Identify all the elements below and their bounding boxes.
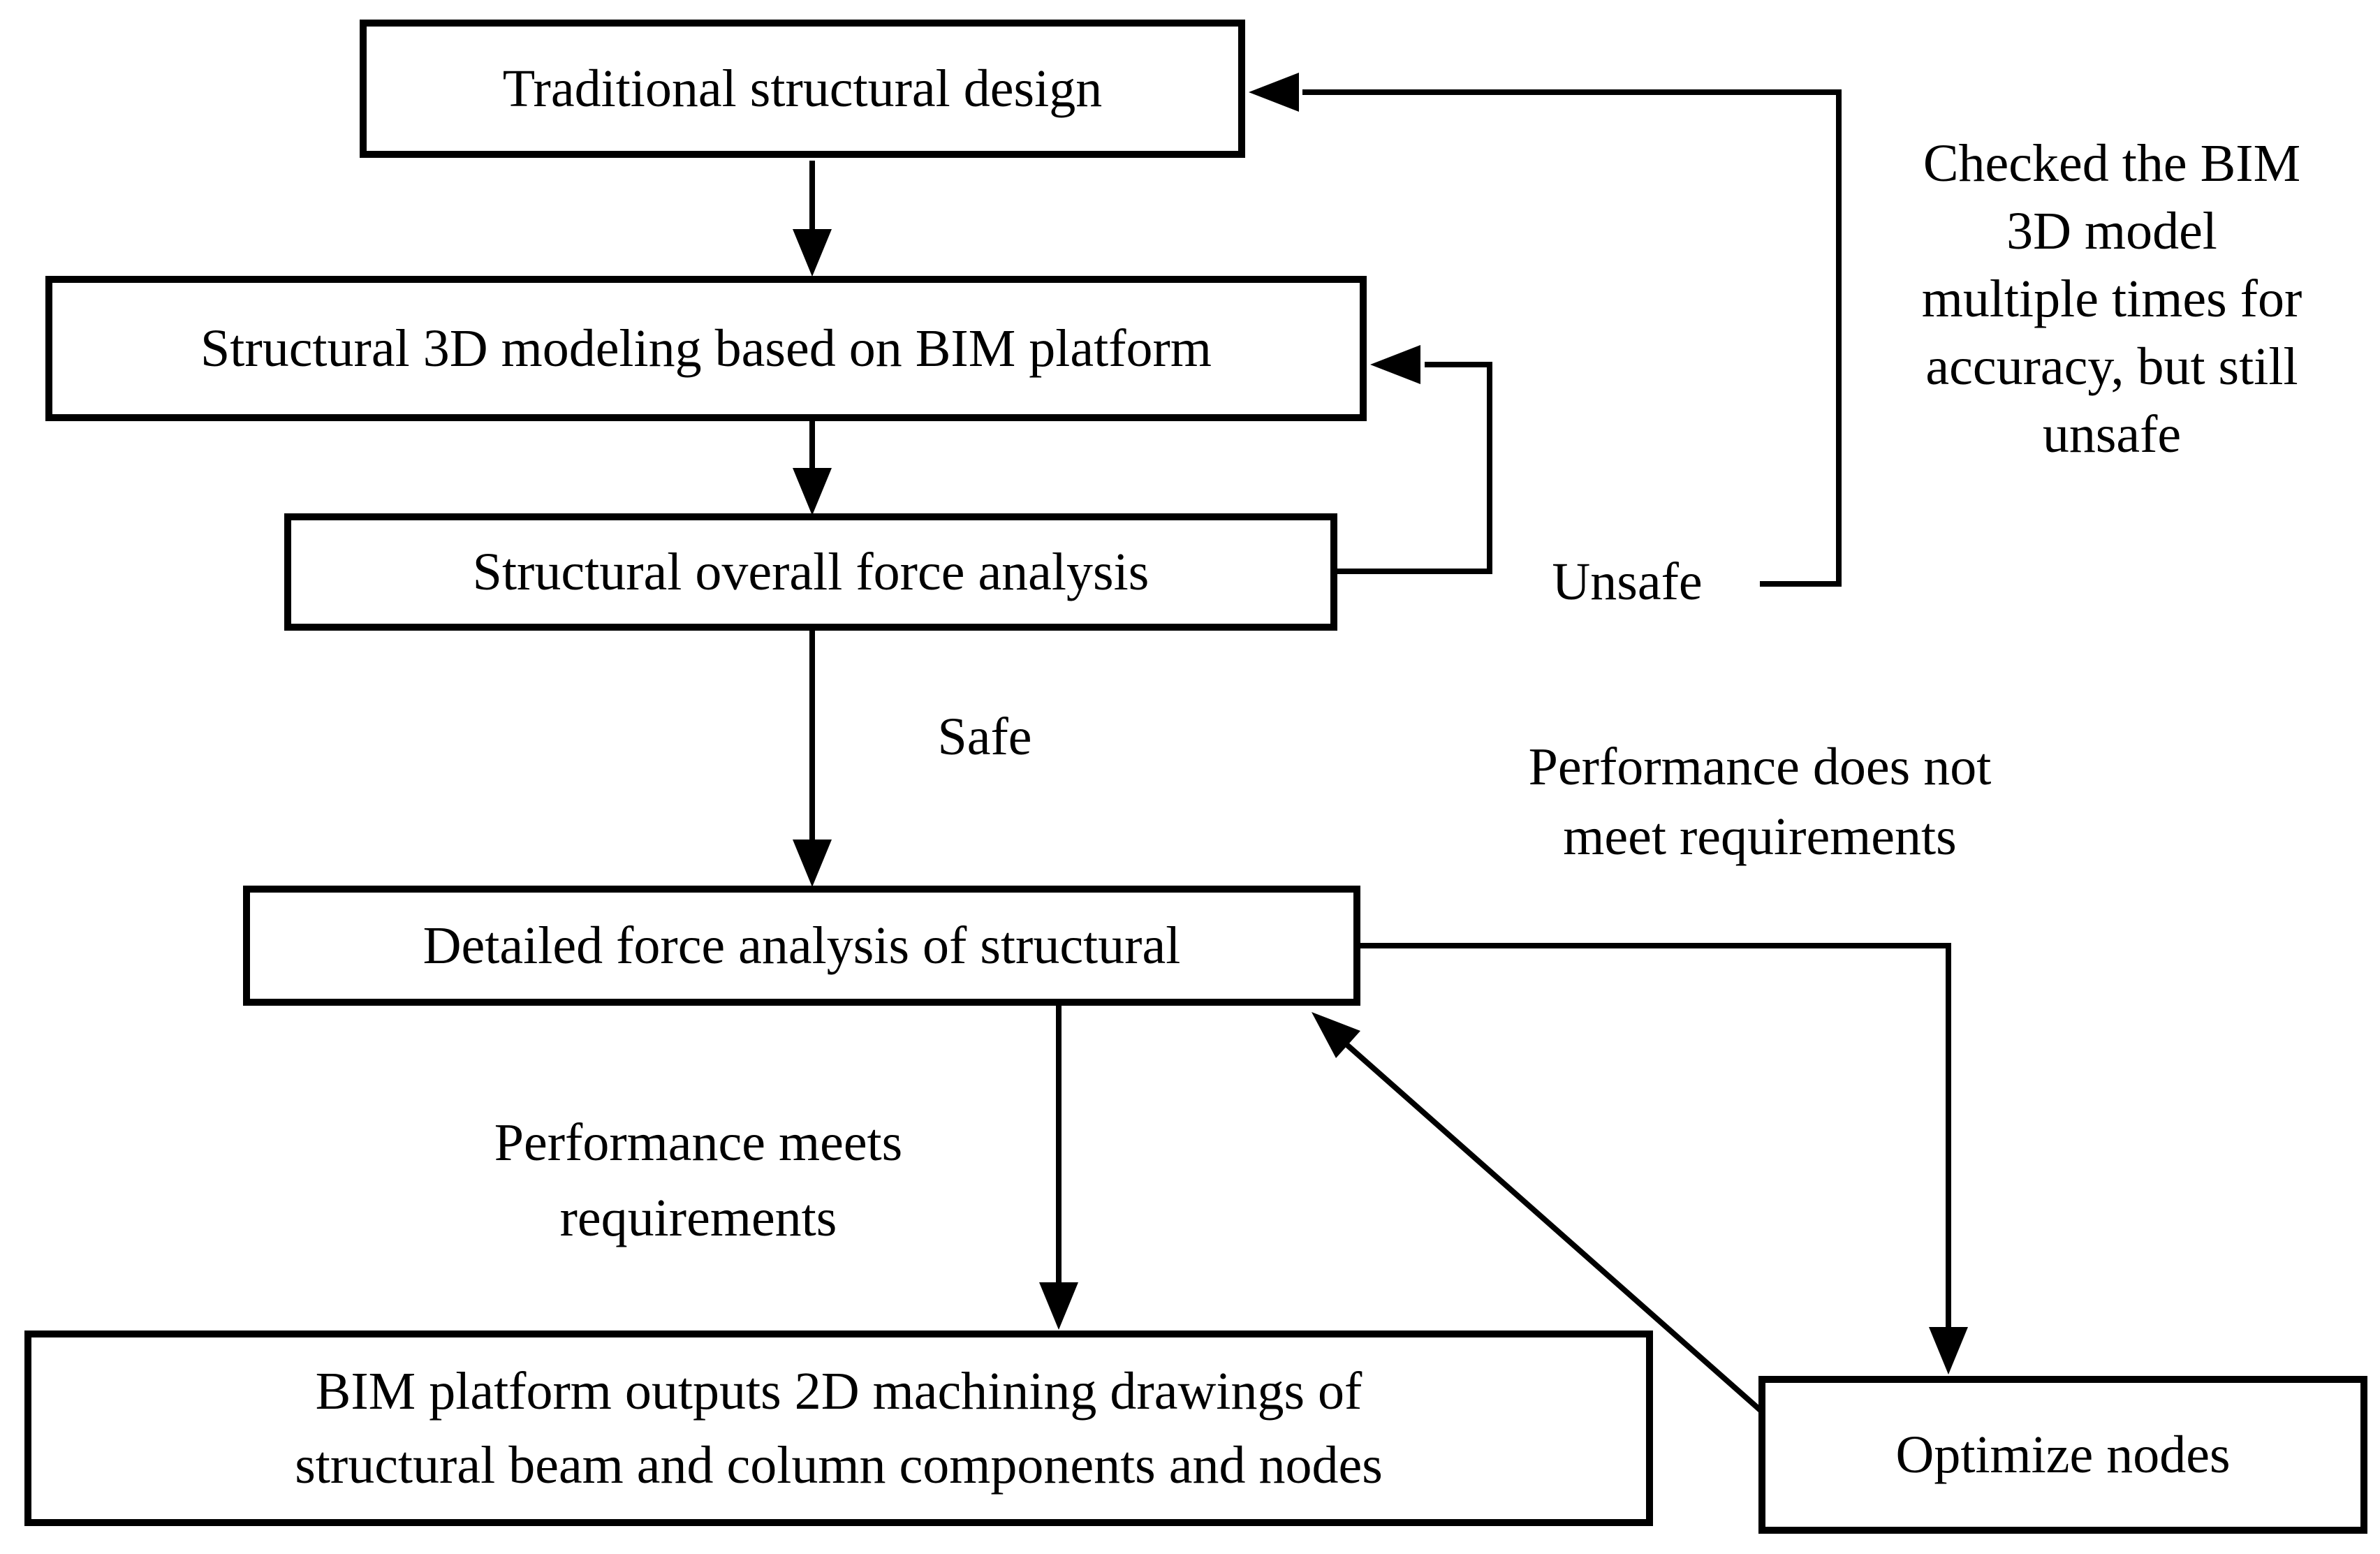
box-output-label-line2: structural beam and column components an… xyxy=(295,1436,1383,1495)
box-optimize-label: Optimize nodes xyxy=(1895,1425,2231,1484)
connector-unsafe-loop xyxy=(1335,362,1492,574)
box-overall-label: Structural overall force analysis xyxy=(472,543,1149,601)
perf-meet-line1: Performance meets xyxy=(494,1113,903,1172)
note-checked-line1: Checked the BIM xyxy=(1923,134,2301,193)
box-bim-platform-outputs: BIM platform outputs 2D machining drawin… xyxy=(24,1331,1653,1526)
box-output-label-line1: BIM platform outputs 2D machining drawin… xyxy=(315,1362,1362,1421)
arrowhead-into-output-top xyxy=(1039,1282,1078,1330)
connector-optimize-to-detailed xyxy=(1340,1039,1765,1414)
arrowhead-into-optimize-top xyxy=(1929,1327,1968,1375)
box-traditional-structural-design: Traditional structural design xyxy=(360,20,1245,158)
arrowhead-into-modeling-right xyxy=(1370,345,1420,384)
note-checked-bim-model: Checked the BIM 3D model multiple times … xyxy=(1844,130,2380,469)
edge-label-performance-not-meet: Performance does not meet requirements xyxy=(1439,732,2081,872)
edge-label-unsafe: Unsafe xyxy=(1552,552,1703,611)
arrowhead-into-detailed-bottom xyxy=(1312,1012,1360,1058)
note-checked-line4: accuracy, but still xyxy=(1925,337,2298,396)
box-optimize-nodes: Optimize nodes xyxy=(1758,1376,2367,1534)
edge-label-performance-meets: Performance meets requirements xyxy=(391,1105,1006,1256)
arrowhead-into-modeling-top xyxy=(793,229,832,277)
perf-meet-line2: requirements xyxy=(559,1189,837,1247)
arrowhead-into-detailed-top xyxy=(793,840,832,887)
connector-unsafe-feedback xyxy=(1302,89,1842,587)
perf-not-meet-line1: Performance does not xyxy=(1528,738,1992,796)
box-detailed-label: Detailed force analysis of structural xyxy=(423,916,1181,975)
box-structural-overall-force-analysis: Structural overall force analysis xyxy=(284,513,1337,631)
arrowhead-into-overall-top xyxy=(793,468,832,515)
box-detailed-force-analysis: Detailed force analysis of structural xyxy=(243,886,1360,1006)
connector-perf-not-meet xyxy=(1358,943,1951,1331)
arrowhead-into-traditional-right xyxy=(1249,73,1299,112)
box-traditional-label: Traditional structural design xyxy=(502,59,1103,118)
perf-not-meet-line2: meet requirements xyxy=(1563,807,1957,866)
note-checked-line5: unsafe xyxy=(2042,405,2182,464)
note-checked-line2: 3D model xyxy=(2006,202,2217,261)
box-modeling-label: Structural 3D modeling based on BIM plat… xyxy=(200,319,1212,378)
edge-label-safe: Safe xyxy=(937,708,1032,766)
note-checked-line3: multiple times for xyxy=(1921,270,2302,328)
box-structural-3d-modeling: Structural 3D modeling based on BIM plat… xyxy=(45,276,1367,421)
